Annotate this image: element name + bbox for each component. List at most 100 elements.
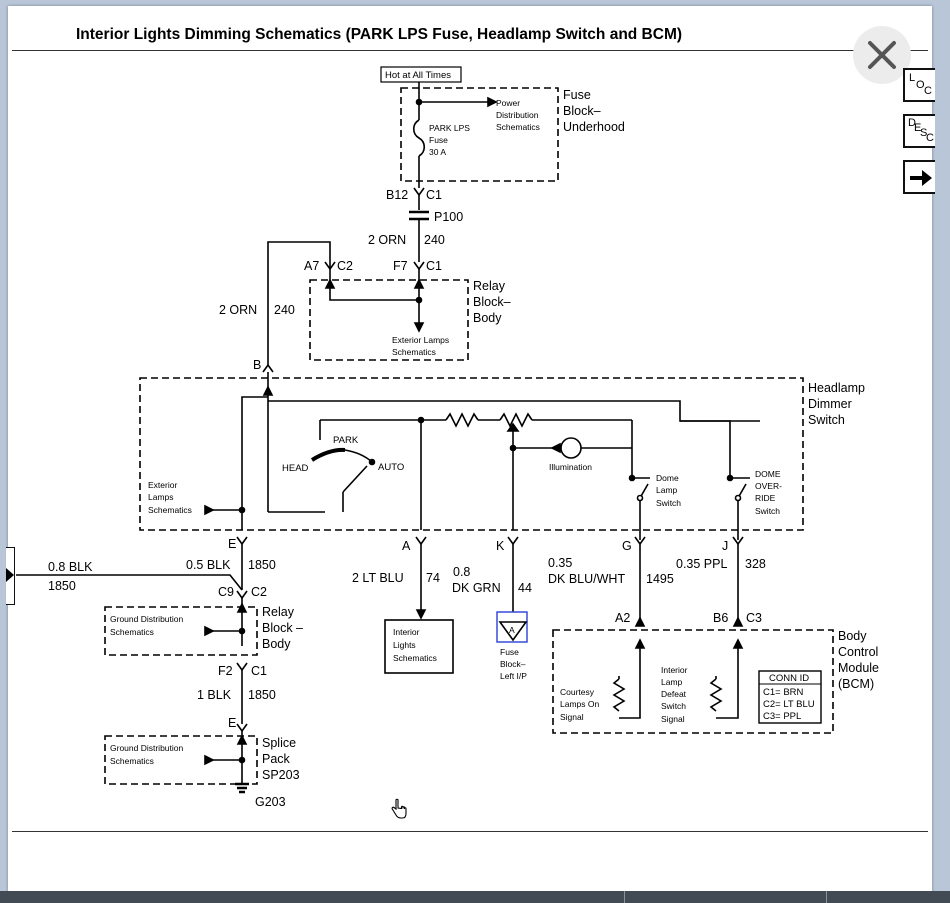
park-label: PARK	[333, 435, 359, 446]
conn-b12: B12	[386, 188, 408, 202]
conn-g: G	[622, 539, 632, 553]
exterior-lamps-label-1: Exterior Lamps	[392, 335, 449, 345]
loc-letter-3: C	[924, 85, 932, 97]
hot-at-all-times-label: Hot at All Times	[385, 70, 451, 81]
power-distribution-label-3: Schematics	[496, 122, 540, 132]
loc-letter-1: L	[909, 72, 916, 84]
conn-p100: P100	[434, 210, 463, 224]
bcm-label-2: Control	[838, 645, 878, 659]
hand-cursor-icon	[390, 798, 408, 825]
conn-c9: C9	[218, 585, 234, 599]
desc-letter-2: E	[914, 122, 922, 134]
conn-id-c2: C2= LT BLU	[763, 699, 815, 710]
desc-letter-1: D	[908, 117, 916, 129]
wire-1-blk: 1 BLK	[197, 688, 232, 702]
park-lps-fuse-label-3: 30 A	[429, 147, 446, 157]
loc-button[interactable]: L O C	[903, 68, 935, 102]
power-distribution-label-2: Distribution	[496, 110, 539, 120]
wire-orn-top: 2 ORN	[368, 233, 406, 247]
ground-dist-1-label-1: Ground Distribution	[110, 614, 184, 624]
wire-dk-grn-num: 44	[518, 581, 532, 595]
interior-lights-label-1: Interior	[393, 627, 420, 637]
dome-switch-label-3: Switch	[656, 498, 681, 508]
splice-pack-label-2: Pack	[262, 752, 291, 766]
wire-dk-grn-gauge: 0.8	[453, 565, 470, 579]
schematic-panel	[8, 6, 932, 903]
wire-lt-blu: 2 LT BLU	[352, 571, 404, 585]
defeat-label-4: Switch	[661, 701, 686, 711]
relay-block-body-box	[309, 279, 469, 361]
conn-id-title: CONN ID	[769, 673, 809, 684]
park-lps-fuse-label-1: PARK LPS	[429, 123, 470, 133]
conn-f2: F2	[218, 664, 233, 678]
override-label-3: RIDE	[755, 493, 776, 503]
conn-b6: B6	[713, 611, 728, 625]
conn-c1-top: C1	[426, 188, 442, 202]
auto-label: AUTO	[378, 462, 404, 473]
switch-ext-lamps-label-1: Exterior	[148, 480, 177, 490]
conn-k: K	[496, 539, 505, 553]
conn-id-box	[758, 670, 822, 724]
wire-ppl-num: 328	[745, 557, 766, 571]
relay-block-label-1: Relay	[473, 279, 506, 293]
loc-letter-2: O	[916, 79, 925, 91]
headlamp-switch-label-3: Switch	[808, 413, 845, 427]
desc-letter-3: S	[920, 127, 928, 139]
conn-f7: F7	[393, 259, 408, 273]
override-label-4: Switch	[755, 506, 780, 516]
fuse-ip-label-2: Block–	[500, 659, 526, 669]
wire-1-blk-num: 1850	[248, 688, 276, 702]
rheostat-resistor-1	[445, 412, 479, 428]
fuse-triangle-icon	[498, 621, 528, 642]
switch-ext-lamps-label-2: Lamps	[148, 492, 174, 502]
conn-a7: A7	[304, 259, 319, 273]
relay-body-label-3: Body	[262, 637, 291, 651]
conn-c1-relay: C1	[426, 259, 442, 273]
wire-08-blk-num: 1850	[48, 579, 76, 593]
headlamp-switch-label-1: Headlamp	[808, 381, 865, 395]
wire-lt-blu-num: 74	[426, 571, 440, 585]
wire-dk-blu-num: 1495	[646, 572, 674, 586]
dome-switch-label-1: Dome	[656, 473, 679, 483]
exterior-lamps-label-2: Schematics	[392, 347, 436, 357]
left-nav-tab[interactable]	[6, 547, 15, 605]
fuse-block-underhood-label-3: Underhood	[563, 120, 625, 134]
fuse-block-underhood-label-2: Block–	[563, 104, 601, 118]
courtesy-label-3: Signal	[560, 712, 584, 722]
conn-a2: A2	[615, 611, 630, 625]
ground-dist-2-label-1: Ground Distribution	[110, 743, 184, 753]
fuse-ip-label-1: Fuse	[500, 647, 519, 657]
wire-dk-grn: DK GRN	[452, 581, 501, 595]
bottom-toolbar	[0, 891, 950, 903]
conn-j: J	[722, 539, 728, 553]
fuse-block-underhood-label-1: Fuse	[563, 88, 591, 102]
page-title: Interior Lights Dimming Schematics (PARK…	[76, 26, 683, 43]
courtesy-label-1: Courtesy	[560, 687, 595, 697]
splice-pack-label-1: Splice	[262, 736, 296, 750]
close-button[interactable]	[853, 26, 911, 84]
conn-b: B	[253, 358, 261, 372]
courtesy-label-2: Lamps On	[560, 699, 599, 709]
wire-05-blk: 0.5 BLK	[186, 558, 231, 572]
conn-c2-relay: C2	[337, 259, 353, 273]
defeat-label-3: Defeat	[661, 689, 687, 699]
conn-id-c3: C3= PPL	[763, 711, 801, 722]
override-label-1: DOME	[755, 469, 781, 479]
interior-lights-label-2: Lights	[393, 640, 416, 650]
conn-e-lower: E	[228, 716, 236, 730]
conn-e-top: E	[228, 537, 236, 551]
override-label-2: OVER-	[755, 481, 782, 491]
ground-distribution-box-2	[104, 735, 258, 785]
desc-button[interactable]: D E S C	[903, 114, 935, 148]
conn-c2: C2	[251, 585, 267, 599]
relay-body-label-2: Block –	[262, 621, 303, 635]
bcm-label-3: Module	[838, 661, 879, 675]
bcm-label-4: (BCM)	[838, 677, 874, 691]
next-button[interactable]	[903, 160, 935, 194]
defeat-label-2: Lamp	[661, 677, 683, 687]
rheostat-resistor-2	[499, 412, 533, 428]
wire-08-blk: 0.8 BLK	[48, 560, 93, 574]
desc-letter-4: C	[926, 132, 934, 144]
